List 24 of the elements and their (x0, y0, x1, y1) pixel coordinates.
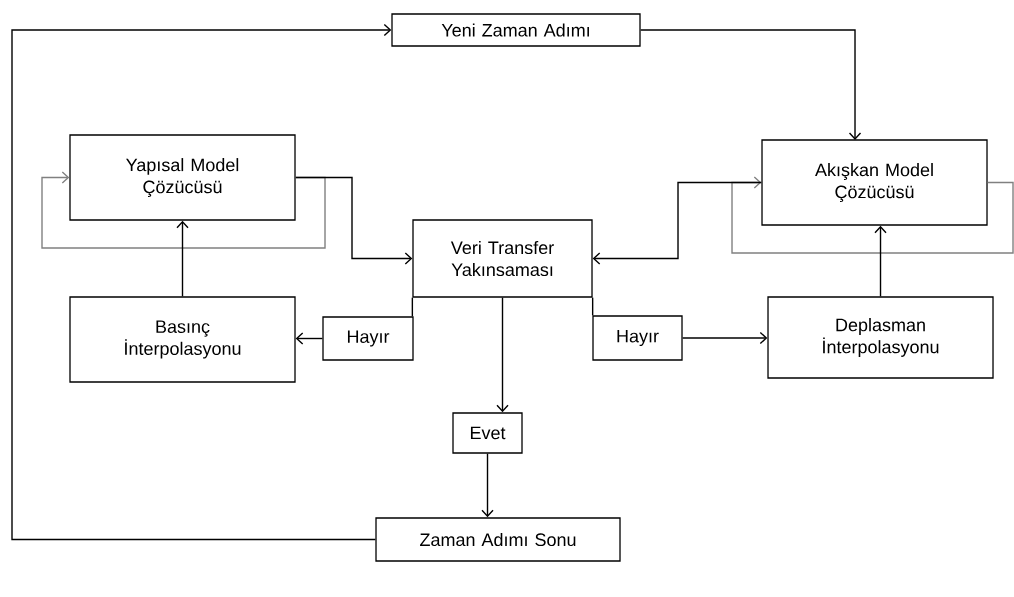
arrow (294, 176, 413, 265)
process-box: Yapısal Model Çözücüsü (69, 134, 296, 221)
process-box: Veri Transfer Yakınsaması (412, 219, 593, 298)
arrow (496, 296, 509, 413)
process-box: Yeni Zaman Adımı (391, 13, 641, 47)
connector-line (411, 296, 414, 318)
process-box: Basınç İnterpolasyonu (69, 296, 296, 383)
label-box: Hayır (592, 315, 683, 361)
connector-line (591, 296, 594, 317)
arrow (592, 181, 763, 265)
label-box: Hayır (322, 316, 414, 361)
arrow (295, 332, 324, 345)
arrow (639, 29, 862, 140)
arrow (41, 171, 326, 249)
arrow (11, 23, 392, 541)
process-box: Deplasman İnterpolasyonu (767, 296, 994, 379)
arrow (681, 331, 768, 345)
arrow (731, 176, 1014, 254)
process-box: Zaman Adımı Sonu (375, 517, 621, 562)
arrow (176, 220, 189, 298)
label-box: Evet (452, 412, 523, 454)
arrow (481, 452, 494, 518)
process-box: Akışkan Model Çözücüsü (761, 139, 988, 226)
arrow (874, 225, 887, 298)
